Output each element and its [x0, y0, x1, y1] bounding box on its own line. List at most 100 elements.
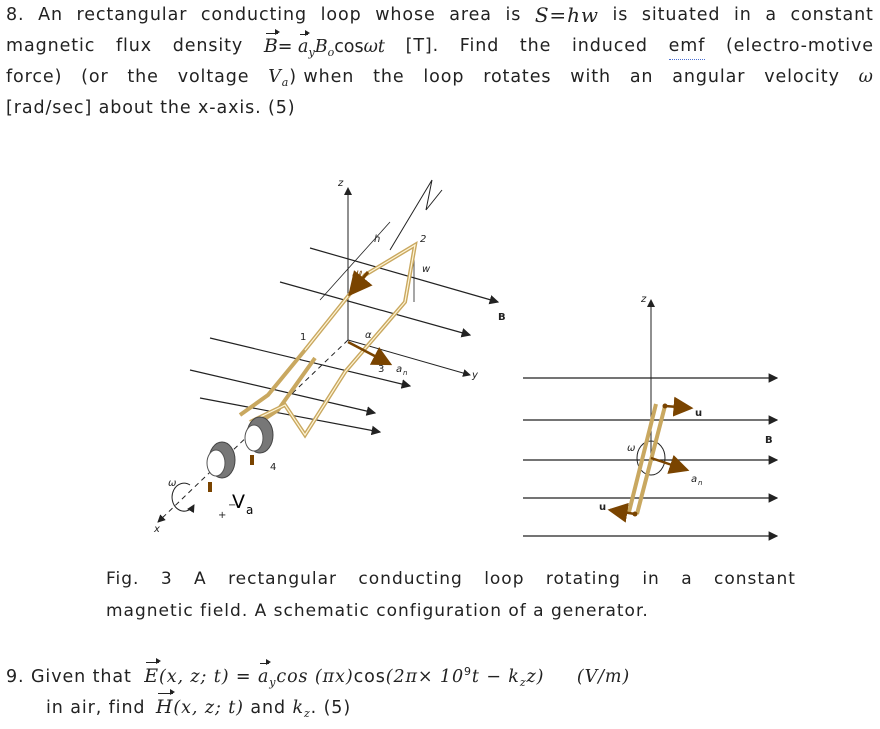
- q9-number: 9.: [6, 666, 25, 687]
- z-term: z): [526, 666, 545, 687]
- label-z: z: [337, 178, 344, 189]
- o-subscript: o: [327, 46, 335, 59]
- q8-word: (electro-motive: [725, 36, 874, 56]
- label-omega-right: ω: [627, 443, 635, 454]
- q8-word: whose: [375, 5, 436, 25]
- y-subscript: y: [308, 46, 315, 59]
- a-symbol: a: [298, 37, 309, 57]
- b-vector: B: [264, 29, 280, 60]
- label-omega: ω: [168, 478, 176, 489]
- an-arrow: [347, 340, 393, 366]
- cos-text: cos: [334, 37, 364, 57]
- a-subscript: a: [281, 76, 290, 89]
- label-u-top: u: [695, 408, 702, 419]
- q8-word: (or: [81, 67, 109, 87]
- label-minus: −: [228, 500, 236, 511]
- label-n2: 2: [420, 234, 426, 245]
- caption-word: loop: [484, 569, 525, 589]
- x-axis: [157, 339, 349, 523]
- exponent: 9: [463, 665, 472, 678]
- q8-word: area: [449, 5, 492, 25]
- label-dl: dℓ: [352, 270, 362, 281]
- caption-word: 3: [160, 569, 173, 589]
- q8-line-1: 8. An rectangular conducting loop whose …: [6, 1, 874, 29]
- q8-word: voltage: [177, 67, 250, 87]
- a-y-vector: a: [257, 658, 272, 692]
- flux-density-equation: B= ayBocosωt: [264, 29, 385, 61]
- unit-vector-a: a: [298, 30, 312, 61]
- a-letter: a: [257, 666, 270, 687]
- h-vector: H: [156, 689, 176, 722]
- slip-rings: [206, 416, 274, 492]
- caption-word: rectangular: [228, 569, 338, 589]
- caption-word: a: [681, 569, 693, 589]
- caption-line-1: Fig. 3 A rectangular conducting loop rot…: [106, 565, 796, 593]
- label-n4: 4: [270, 462, 276, 473]
- and-text: and: [250, 698, 286, 718]
- q8-word: is: [612, 5, 629, 25]
- q8-word: the: [127, 67, 159, 87]
- equals-sign: =: [277, 37, 293, 57]
- unit-tesla: [T].: [405, 36, 440, 56]
- label-u-bottom: u: [599, 502, 606, 513]
- label-va-sub: a: [246, 503, 253, 517]
- va-symbol: Va) when: [268, 63, 354, 91]
- rotation-circle: [636, 440, 666, 476]
- caption-word: rotating: [545, 569, 621, 589]
- an-arrow-right: [650, 454, 690, 474]
- label-va: V: [232, 491, 245, 513]
- time-term: t − k: [471, 666, 520, 687]
- conducting-loop: [238, 241, 418, 439]
- q8-word: density: [172, 36, 244, 56]
- q8-word: force): [6, 67, 63, 87]
- q8-word: a: [765, 5, 777, 25]
- label-w: w: [422, 264, 431, 275]
- caption-word: in: [642, 569, 660, 589]
- y-subscript: y: [269, 675, 277, 689]
- e-vector: E: [144, 657, 161, 691]
- u-arrow-top: [664, 396, 694, 417]
- h-arguments: (x, z; t): [173, 698, 244, 718]
- q8-word: velocity: [764, 67, 840, 87]
- label-an: a: [396, 364, 402, 375]
- q8-word: situated: [641, 5, 721, 25]
- q8-word: in: [734, 5, 752, 25]
- caption-word: Fig.: [106, 569, 140, 589]
- emf-word: emf: [668, 32, 706, 60]
- q8-line-4: [rad/sec] about the x-axis. (5): [6, 94, 874, 122]
- q8-word: loop: [320, 5, 362, 25]
- q8-word: Find: [459, 36, 500, 56]
- q8-word: with: [570, 67, 611, 87]
- label-an-right: a: [691, 474, 697, 485]
- b-field-lines: [189, 247, 500, 436]
- q8-word: angular: [672, 67, 746, 87]
- q8-word: An: [38, 5, 63, 25]
- caption-line-2: magnetic field. A schematic configuratio…: [106, 597, 796, 625]
- frequency-term: (2π× 10: [385, 666, 464, 687]
- units-text: (V/m): [576, 666, 631, 687]
- cos-text: cos: [276, 666, 309, 687]
- label-b: B: [498, 312, 506, 323]
- q8-word: flux: [115, 36, 153, 56]
- pi-x: (πx): [314, 666, 354, 687]
- label-an-right-sub: n: [698, 479, 702, 487]
- q8-word: conducting: [200, 5, 308, 25]
- omega-symbol: ω: [858, 67, 874, 87]
- caption-word: constant: [714, 569, 796, 589]
- label-h: h: [374, 234, 380, 245]
- zigzag-break: [389, 179, 443, 251]
- u-arrow-bottom: [607, 502, 636, 523]
- caption-word: conducting: [358, 569, 463, 589]
- equals-sign: =: [235, 666, 252, 687]
- label-b-right: B: [765, 435, 773, 446]
- loop-cross-section: [627, 403, 667, 515]
- label-plus: +: [218, 510, 226, 521]
- kz-subscript: z: [519, 675, 527, 689]
- q8-word: rotates: [483, 67, 552, 87]
- rotation-arrow-icon: [171, 482, 195, 514]
- q8-word: induced: [571, 36, 648, 56]
- label-z-right: z: [640, 294, 647, 305]
- label-an-sub: n: [403, 369, 407, 377]
- area-equation: S=hw: [534, 3, 599, 27]
- dl-arrow: [348, 270, 373, 297]
